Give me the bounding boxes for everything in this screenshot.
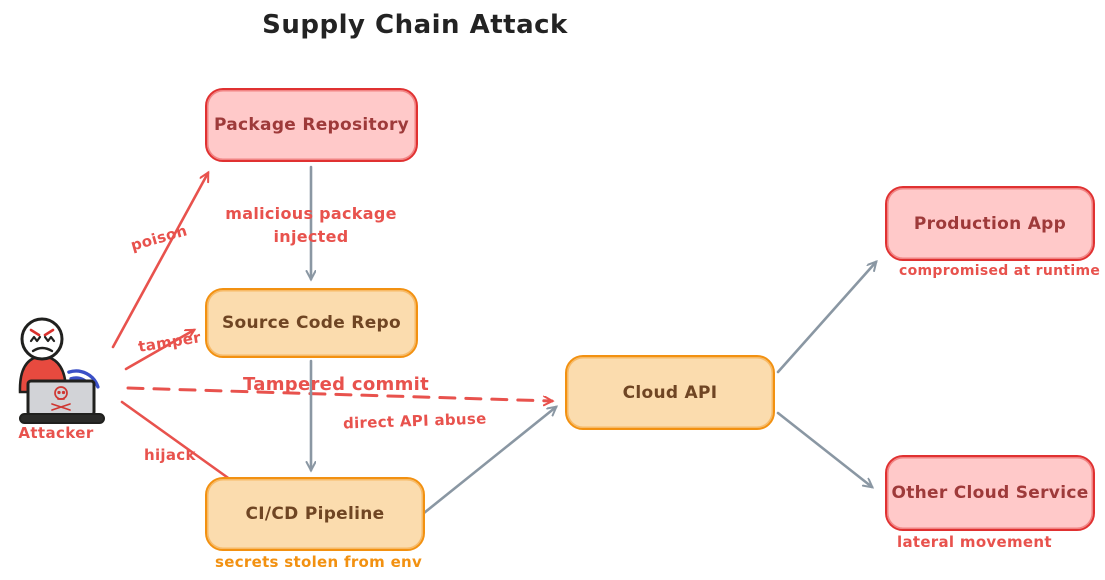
edge-cloud-to-prod [776, 262, 876, 374]
diagram-title: Supply Chain Attack [262, 10, 568, 40]
edge-poison [111, 173, 210, 349]
attacker-label: Attacker [18, 424, 94, 442]
node-label: Production App [913, 213, 1067, 234]
node-other-cloud-service: Other Cloud Service [885, 455, 1095, 531]
node-label: Cloud API [622, 382, 718, 403]
edge-label-hijack: hijack [144, 446, 196, 464]
attacker-icon [18, 317, 105, 424]
node-label: Source Code Repo [222, 313, 401, 333]
edge-direct-api-abuse [126, 386, 552, 401]
edge-label-malicious-package: malicious package injected [225, 204, 397, 247]
edge-cloud-to-other [776, 411, 872, 487]
sublabel-secrets-stolen: secrets stolen from env [215, 553, 423, 571]
node-label: CI/CD Pipeline [245, 504, 385, 524]
edge-label-tampered-commit: Tampered commit [243, 374, 430, 395]
node-cicd-pipeline: CI/CD Pipeline [205, 477, 425, 551]
edge-cicd-to-cloud [417, 407, 556, 519]
sublabel-compromised: compromised at runtime [899, 263, 1101, 279]
node-package-repository: Package Repository [205, 88, 418, 162]
sublabel-lateral-movement: lateral movement [897, 533, 1052, 551]
node-label: Other Cloud Service [891, 483, 1089, 503]
node-label: Package Repository [213, 115, 410, 135]
node-cloud-api: Cloud API [565, 355, 775, 430]
edge-tamper [124, 330, 194, 371]
node-production-app: Production App [885, 186, 1095, 261]
node-source-code-repo: Source Code Repo [205, 288, 418, 358]
